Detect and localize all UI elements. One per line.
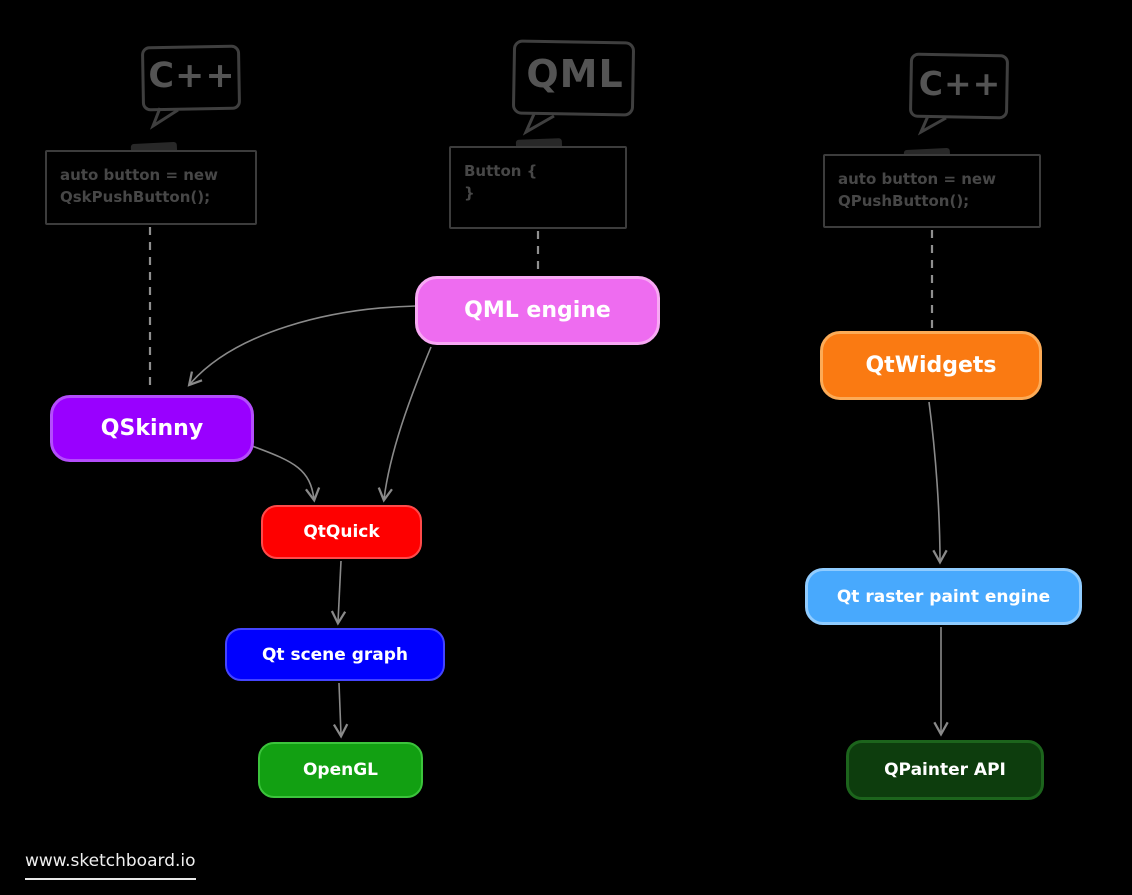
sketchboard-watermark-link[interactable]: www.sketchboard.io: [25, 851, 196, 880]
edge-qtwidgets-to-raster: [928, 401, 948, 565]
node-label: Qt scene graph: [261, 644, 409, 665]
speech-bubble-cpp-right: C++: [908, 52, 1012, 144]
bubble-label: C++: [148, 56, 236, 96]
node-label: OpenGL: [302, 760, 379, 780]
speech-bubble-cpp-left: C++: [140, 44, 244, 140]
node-qskinny: QSkinny: [50, 395, 254, 462]
code-line: }: [464, 184, 475, 202]
edge-qskinny-to-qtquick: [251, 445, 321, 503]
code-box-qml: Button { }: [449, 146, 627, 229]
node-qtwidgets: QtWidgets: [820, 331, 1042, 400]
speech-bubble-qml: QML: [510, 38, 640, 142]
node-label: QML engine: [464, 298, 611, 323]
node-label: QSkinny: [100, 416, 204, 441]
code-line: QskPushButton();: [60, 188, 211, 206]
node-qt-raster-paint-engine: Qt raster paint engine: [805, 568, 1082, 625]
edge-qml-engine-to-qskinny: [187, 305, 417, 387]
node-label: QtWidgets: [865, 353, 997, 378]
node-qpainter-api: QPainter API: [846, 740, 1044, 800]
edge-qml-engine-to-qtquick: [377, 346, 432, 503]
edge-scene-graph-to-opengl: [332, 682, 349, 739]
bubble-label: C++: [918, 64, 1002, 103]
bubble-label: QML: [526, 52, 624, 96]
edge-qtquick-to-scene-graph: [330, 560, 347, 626]
code-box-qskinny: auto button = new QskPushButton();: [45, 150, 257, 225]
code-line: auto button = new: [60, 166, 218, 184]
code-line: QPushButton();: [838, 192, 970, 210]
code-line: auto button = new: [838, 170, 996, 188]
code-box-qwidgets: auto button = new QPushButton();: [823, 154, 1041, 228]
node-label: Qt raster paint engine: [836, 586, 1051, 607]
code-line: Button {: [464, 162, 538, 180]
node-qtquick: QtQuick: [261, 505, 422, 559]
node-opengl: OpenGL: [258, 742, 423, 798]
node-label: QPainter API: [884, 760, 1006, 780]
node-label: QtQuick: [303, 522, 380, 542]
node-qt-scene-graph: Qt scene graph: [225, 628, 445, 681]
node-qml-engine: QML engine: [415, 276, 660, 345]
